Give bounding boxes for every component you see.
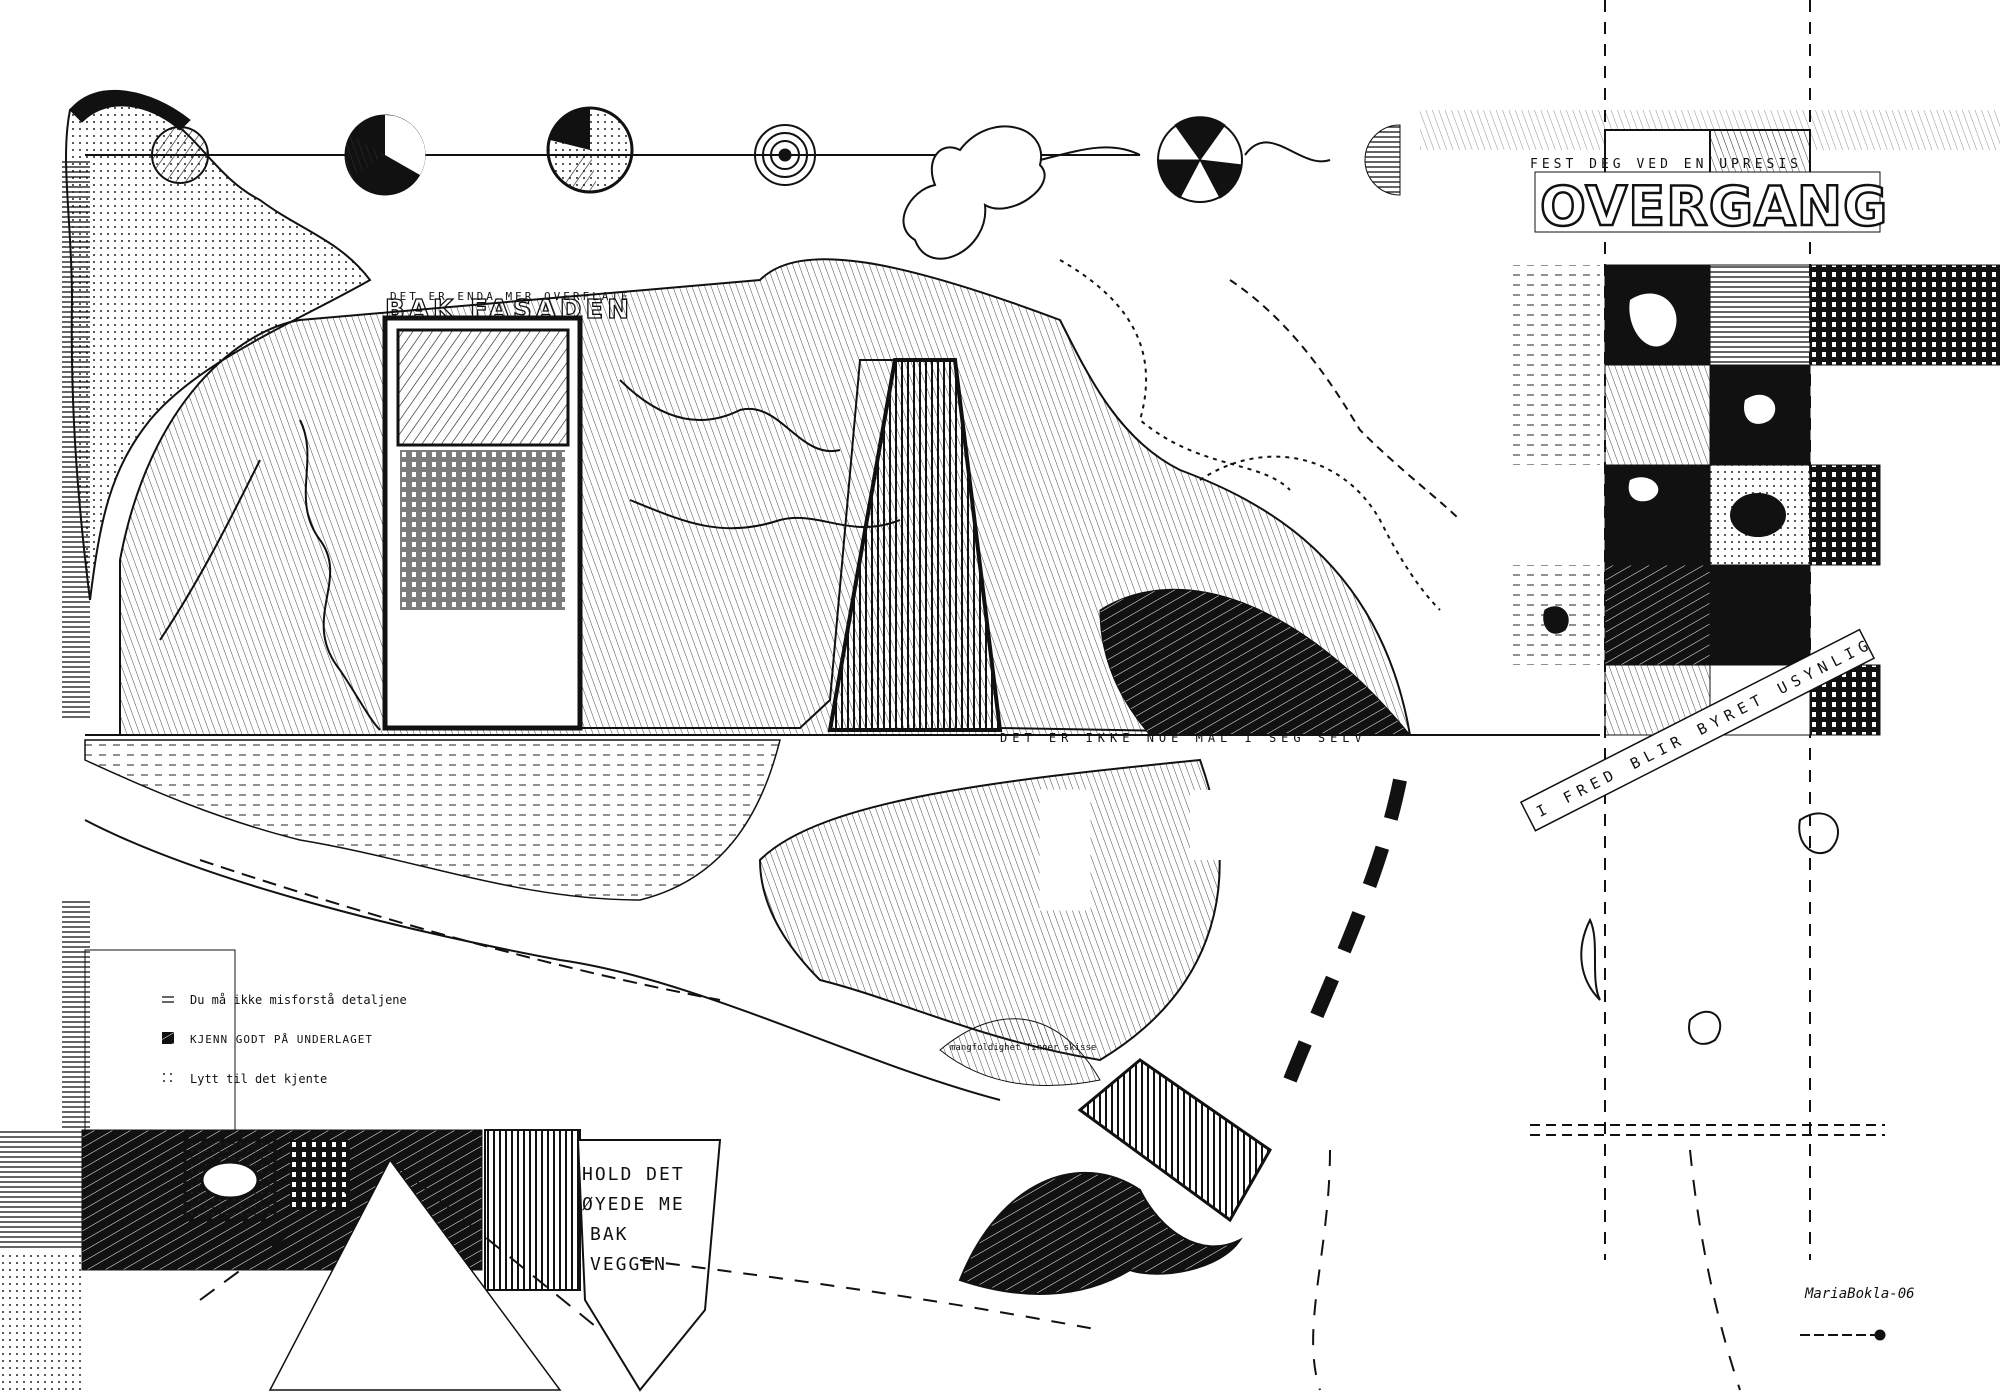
stacked-word-3: BAK bbox=[590, 1224, 629, 1245]
brain-folds bbox=[299, 419, 381, 731]
target-spiral bbox=[754, 124, 816, 186]
bottom-dotted-field bbox=[0, 1250, 82, 1390]
pie-circle-1 bbox=[344, 114, 426, 196]
drip-shape-1 bbox=[1580, 917, 1601, 1001]
grey-tongue bbox=[939, 1018, 1101, 1087]
word-bucket bbox=[576, 1139, 722, 1392]
row-stripes-left bbox=[1510, 265, 1600, 665]
grey-hatched-plain bbox=[758, 758, 1221, 1062]
bottom-left-block bbox=[0, 1130, 82, 1250]
small-black-blob bbox=[1543, 606, 1569, 634]
river-edge-2 bbox=[199, 859, 721, 1001]
vein-3 bbox=[159, 459, 261, 641]
dashed-flow-3 bbox=[1229, 279, 1461, 521]
facade-window-grid bbox=[400, 450, 565, 610]
headline-top: FEST DEG VED EN UPRESIS bbox=[1530, 157, 1802, 172]
note-1: Du må ikke misforstå detaljene bbox=[190, 993, 407, 1007]
half-dome bbox=[1364, 124, 1401, 196]
bottom-dashed-leg-1 bbox=[1312, 1149, 1331, 1391]
wire-line bbox=[1039, 146, 1141, 161]
oval-portrait bbox=[200, 1160, 260, 1200]
note-bullet-1 bbox=[162, 993, 174, 1005]
notes-stripes bbox=[62, 900, 90, 1130]
note-bullet-3 bbox=[162, 1072, 174, 1084]
skyline-outline bbox=[580, 359, 1411, 736]
river-edge-1 bbox=[84, 819, 1001, 1101]
facade-main-text: BAK FASADEN bbox=[385, 295, 633, 325]
dashed-flow-1 bbox=[1059, 259, 1291, 491]
white-window-1 bbox=[1039, 789, 1091, 911]
signature-dot bbox=[1874, 1329, 1886, 1341]
striped-tower bbox=[484, 1129, 581, 1291]
cloud-shape bbox=[902, 125, 1046, 260]
stacked-word-2: ØYEDE ME bbox=[582, 1194, 685, 1215]
note-3: Lytt til det kjente bbox=[190, 1072, 327, 1086]
dashed-flow-2 bbox=[1199, 455, 1441, 611]
white-triangle bbox=[268, 1158, 562, 1391]
black-whirl bbox=[1099, 588, 1412, 736]
white-window-2 bbox=[1190, 790, 1240, 860]
top-left-black-crest bbox=[69, 90, 191, 131]
bottom-dashed-leg-2 bbox=[1689, 1149, 1741, 1391]
note-bullet-2 bbox=[162, 1032, 174, 1044]
lower-dashed-plain bbox=[84, 739, 781, 901]
stacked-word-4: VEGGEN bbox=[590, 1254, 667, 1275]
black-swoop bbox=[958, 1171, 1243, 1295]
facade-inner-panel bbox=[396, 328, 570, 447]
goal-text: DET ER IKKE NOE MÅL I SEG SELV bbox=[1000, 730, 1367, 745]
striped-rhombus bbox=[1077, 1058, 1272, 1223]
left-ruler-strip bbox=[62, 160, 90, 720]
small-script: mangfoldighet finner skisse bbox=[950, 1043, 1096, 1053]
headline-main: OVERGANG bbox=[1540, 175, 1888, 238]
drip-shape-2 bbox=[1798, 812, 1840, 855]
window-block bbox=[290, 1140, 350, 1210]
vein-2 bbox=[629, 499, 901, 530]
notes-panel bbox=[84, 949, 236, 1131]
signature: MariaBokla-06 bbox=[1804, 1286, 1915, 1302]
crescent-moon bbox=[151, 126, 209, 184]
bottom-dashed-contour bbox=[639, 1259, 1101, 1331]
radiation-circle bbox=[1157, 116, 1243, 203]
pie-circle-2 bbox=[546, 106, 634, 194]
vein-1 bbox=[619, 379, 841, 453]
stacked-word-1: HOLD DET bbox=[582, 1164, 685, 1185]
facade-top-text: DET ER ENDA MER OVERFLATE bbox=[390, 290, 631, 303]
black-dash-arc bbox=[1283, 778, 1407, 1083]
apple-shape bbox=[1688, 1010, 1722, 1045]
wire-line-2 bbox=[1244, 141, 1331, 163]
note-2: KJENN GODT PÅ UNDERLAGET bbox=[190, 1033, 373, 1046]
